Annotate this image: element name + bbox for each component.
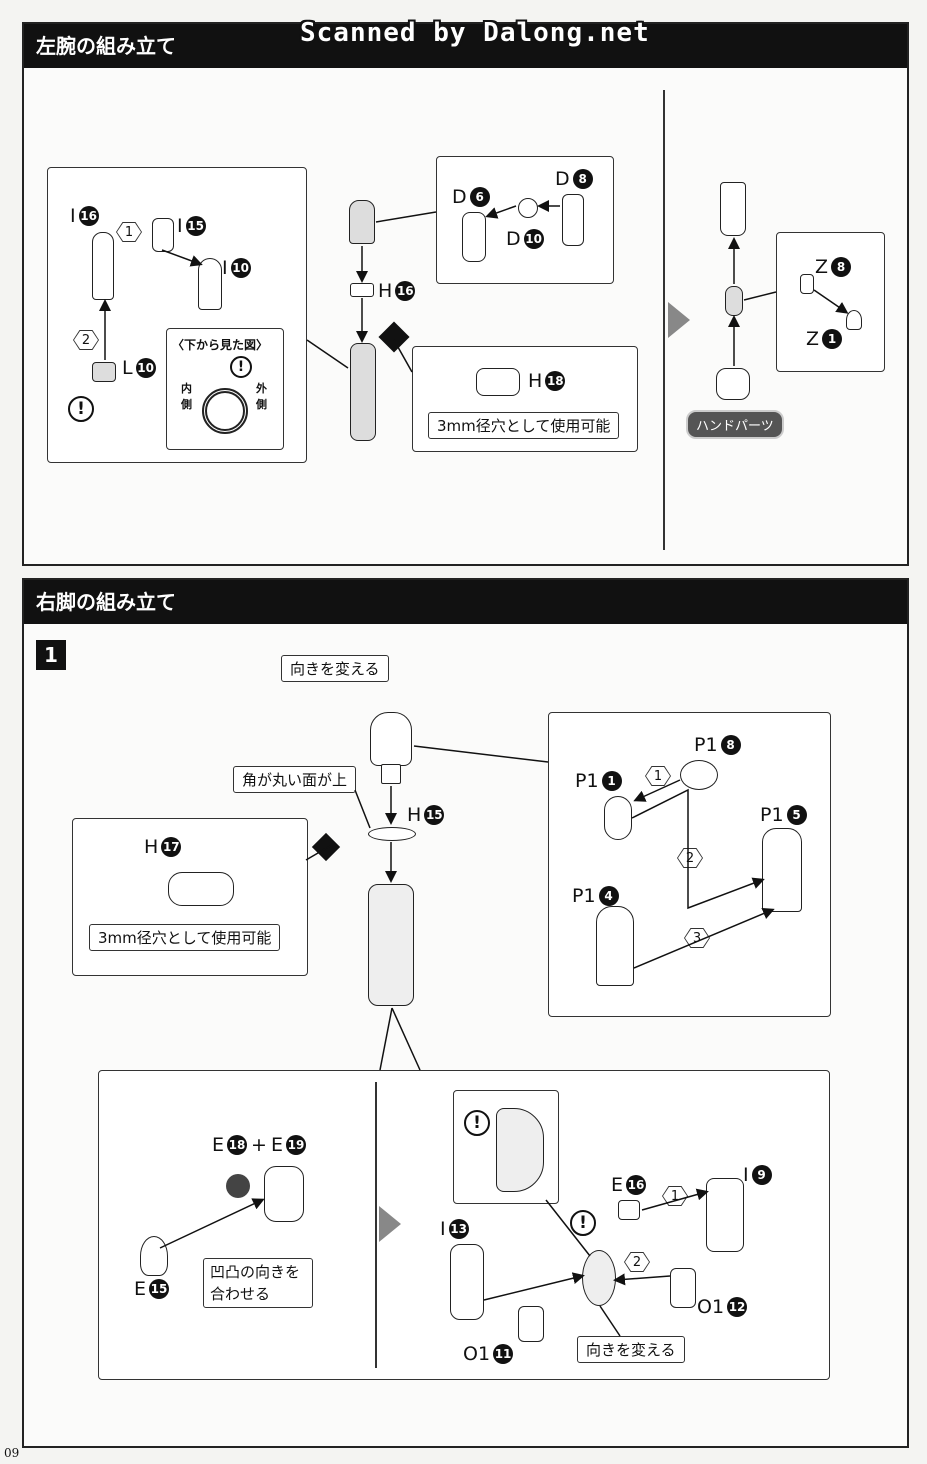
part-knee-peg <box>381 764 401 784</box>
part-o1-11 <box>518 1306 544 1342</box>
callout-3mm-hole-2: 3mm径穴として使用可能 <box>89 924 281 951</box>
watermark: Scanned by Dalong.net <box>300 18 650 48</box>
part-e15 <box>140 1236 168 1276</box>
part-z1 <box>846 310 862 330</box>
hand-parts-badge: ハンドパーツ <box>686 410 784 439</box>
z-parts-panel <box>776 232 885 372</box>
page-number: 09 <box>4 1446 20 1460</box>
part-i13 <box>450 1244 484 1320</box>
section-title-left-arm: 左腕の組み立て <box>24 24 907 68</box>
part-p1-4 <box>596 906 634 986</box>
callout-3mm-hole: 3mm径穴として使用可能 <box>428 412 620 439</box>
part-p1-8 <box>680 760 718 790</box>
part-l10 <box>92 362 116 382</box>
callout-align-bumps: 凹凸の向きを合わせる <box>203 1258 313 1308</box>
flow-arrow-icon-2 <box>379 1206 401 1242</box>
part-wrist-joint <box>725 286 743 316</box>
step-1-hex: 1 <box>117 223 141 241</box>
step-number-badge: 1 <box>36 640 66 670</box>
part-forearm <box>350 343 376 441</box>
outer-side-label: 外側 <box>256 382 267 411</box>
part-h16 <box>350 283 374 297</box>
part-ankle-detail <box>496 1108 544 1192</box>
part-e16 <box>618 1200 640 1220</box>
inner-side-label: 内側 <box>181 382 192 411</box>
part-d6-upper <box>349 200 375 244</box>
part-i10 <box>198 258 222 310</box>
part-knee-cap <box>370 712 412 766</box>
ankle-caution-icon-2: ! <box>570 1210 596 1236</box>
bottom-view-caution-icon: ! <box>230 356 252 378</box>
alignment-hint-icon <box>226 1174 250 1198</box>
part-h18 <box>476 368 520 396</box>
ankle-panel-divider <box>375 1082 377 1368</box>
part-z8 <box>800 274 814 294</box>
part-h17 <box>168 872 234 906</box>
part-i15 <box>152 218 174 252</box>
section-title-right-leg: 右脚の組み立て <box>24 580 907 624</box>
caution-icon: ! <box>68 396 94 422</box>
ankle-step-2: 2 <box>625 1253 649 1271</box>
part-e18-e19 <box>264 1166 304 1222</box>
part-p1-1 <box>604 796 632 840</box>
callout-change-direction-top: 向きを変える <box>281 655 389 682</box>
callout-rounded-side-up: 角が丸い面が上 <box>233 766 357 793</box>
ankle-caution-icon: ! <box>464 1110 490 1136</box>
part-p1-5 <box>762 828 802 912</box>
callout-change-direction-bottom: 向きを変える <box>577 1336 685 1363</box>
flow-arrow-icon <box>668 302 690 338</box>
part-i16 <box>92 232 114 300</box>
part-d10 <box>518 198 538 218</box>
part-ankle-joint <box>582 1250 616 1306</box>
ring-bottom-view <box>202 388 248 434</box>
part-arm-top <box>720 182 746 236</box>
bottom-view-title: 〈下から見た図〉 <box>172 338 269 352</box>
part-shin <box>368 884 414 1006</box>
part-i9 <box>706 1178 744 1252</box>
part-d6 <box>462 212 486 262</box>
step-2-hex: 2 <box>74 331 98 349</box>
part-o1-12 <box>670 1268 696 1308</box>
part-hand <box>716 368 750 400</box>
part-d8 <box>562 194 584 246</box>
section1-divider <box>663 90 665 550</box>
part-h15-washer <box>368 827 416 841</box>
